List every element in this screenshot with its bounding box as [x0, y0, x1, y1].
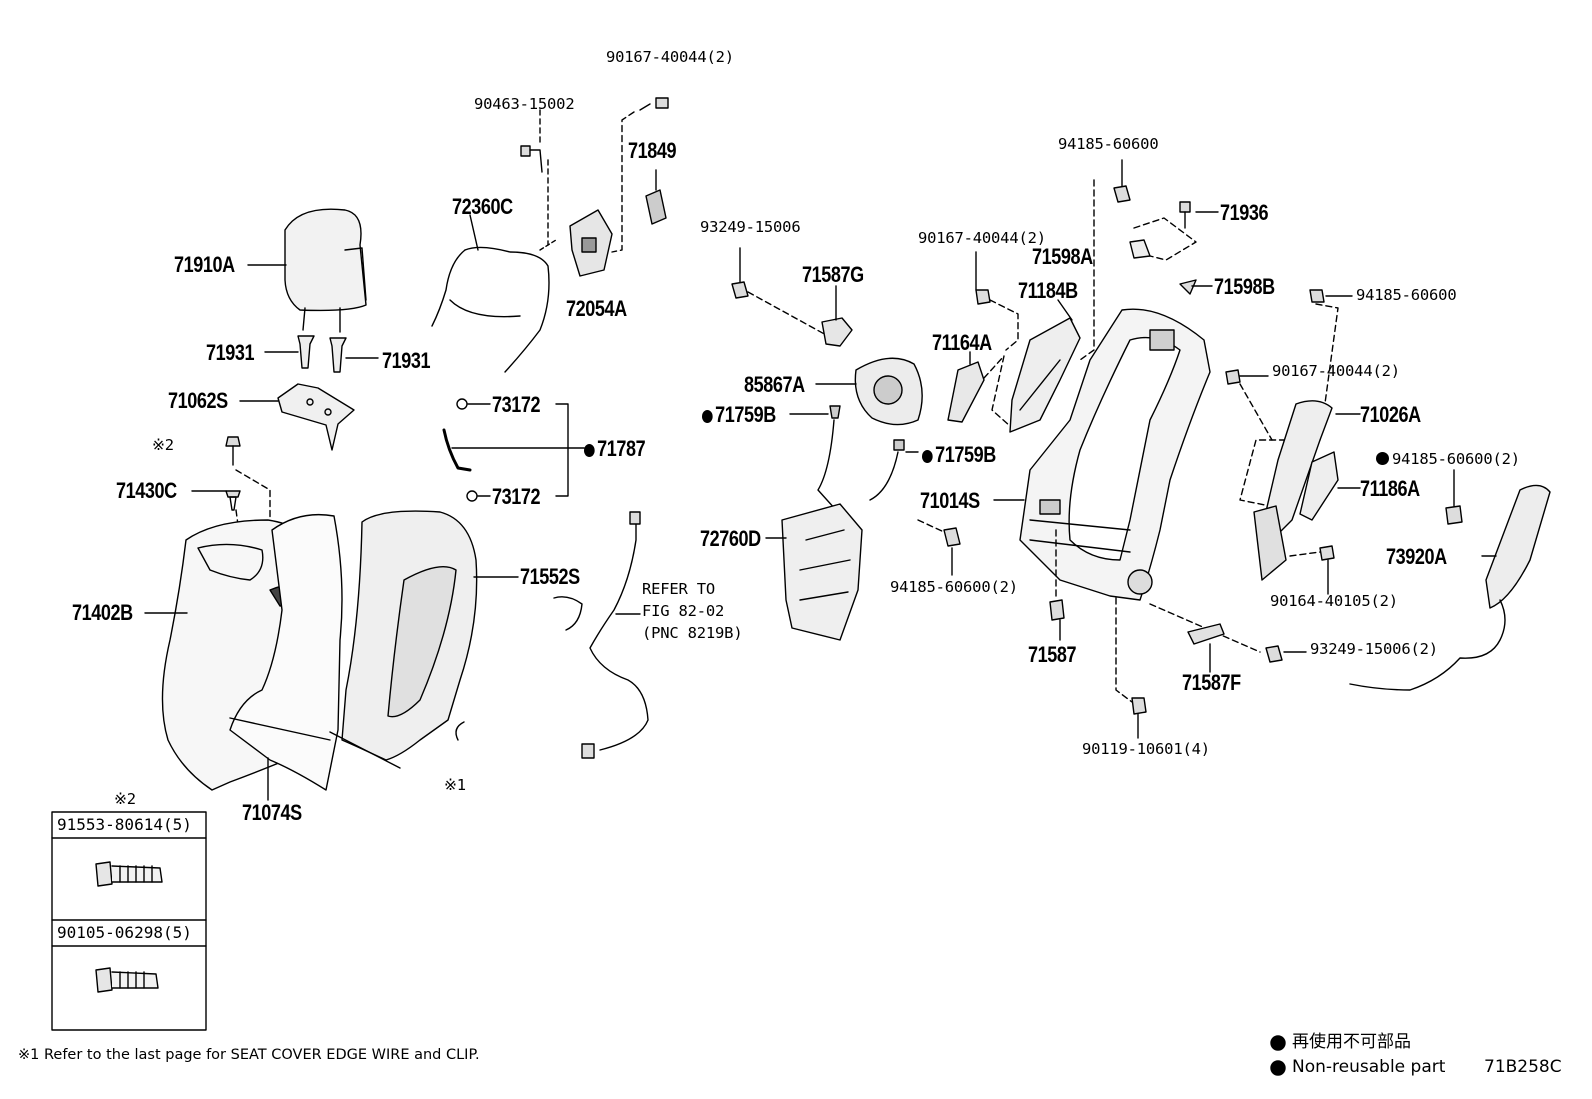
inset-part-91553-80614: 91553-80614(5) [57, 815, 192, 834]
label-71402b: 71402B [72, 600, 133, 625]
diagram-code: 71B258C [1484, 1057, 1562, 1077]
label-93249-15006-top: 93249-15006 [700, 218, 801, 236]
wire-harness-drawing [553, 511, 649, 759]
label-refer-line3: (PNC 8219B) [642, 624, 743, 642]
right-side-parts-drawing [1225, 289, 1551, 691]
bolt-71587g-drawing [731, 281, 853, 347]
inset-part-90105-06298: 90105-06298(5) [57, 923, 192, 942]
label-90167-40044-mid: 90167-40044(2) [918, 229, 1046, 247]
cable-72360c-drawing [431, 109, 557, 373]
legend-dot-en [1270, 1060, 1286, 1076]
label-71587g: 71587G [802, 262, 864, 287]
label-94185-60600-bottom: 94185-60600(2) [890, 578, 1018, 596]
motor-85867a-drawing [854, 357, 923, 426]
frame-lower-fasteners-drawing [917, 519, 1307, 739]
label-71074s: 71074S [242, 800, 302, 825]
label-71184b: 71184B [1018, 278, 1078, 303]
legend-non-reusable-jp: 再使用不可部品 [1292, 1032, 1411, 1052]
label-93249-15006-bottom: 93249-15006(2) [1310, 640, 1438, 658]
label-71931-right: 71931 [382, 348, 431, 373]
label-71910a: 71910A [174, 252, 235, 277]
bolt-71849-72054a-drawing [569, 97, 669, 277]
side-bracket-71184b-drawing [1009, 317, 1081, 433]
legend-non-reusable-en: Non-reusable part [1292, 1057, 1446, 1077]
legend-dot-jp [1270, 1035, 1286, 1051]
label-73172-top: 73172 [492, 392, 541, 417]
edge-clip-drawing [455, 721, 465, 741]
label-71598a: 71598A [1032, 244, 1093, 269]
label-85867a: 85867A [744, 372, 805, 397]
headrest-drawing [284, 208, 367, 333]
label-73920a: 73920A [1386, 544, 1447, 569]
seatback-frame-71014s-drawing [1019, 308, 1211, 601]
label-90164-40105: 90164-40105(2) [1270, 592, 1398, 610]
label-refer-line1: REFER TO [642, 580, 716, 598]
inset-mark: ※2 [114, 790, 136, 808]
headrest-guide-drawing [297, 335, 347, 373]
label-71186a: 71186A [1360, 476, 1420, 501]
label-72054a: 72054A [566, 296, 627, 321]
label-refer-line2: FIG 82-02 [642, 602, 725, 620]
label-72760d: 72760D [700, 526, 761, 551]
label-71014s: 71014S [920, 488, 980, 513]
label-71587f: 71587F [1182, 670, 1241, 695]
label-90463-15002: 90463-15002 [474, 95, 575, 113]
label-71587: 71587 [1028, 642, 1077, 667]
label-71759b-left: 71759B [702, 404, 776, 426]
footnote: ※1 Refer to the last page for SEAT COVER… [18, 1047, 480, 1063]
back-board-drawing [229, 513, 343, 791]
label-71062s: 71062S [168, 388, 228, 413]
label-94185-60600-right: 94185-60600 [1356, 286, 1457, 304]
label-71936: 71936 [1220, 200, 1269, 225]
label-72360c: 72360C [452, 194, 513, 219]
label-90119-10601: 90119-10601(4) [1082, 740, 1210, 758]
label-90167-40044-top: 90167-40044(2) [606, 48, 734, 66]
clip-set-71787-drawing [442, 398, 478, 502]
label-71931-left: 71931 [206, 340, 255, 365]
inset-box-drawing [51, 811, 207, 1031]
seatback-pad-drawing [329, 510, 478, 769]
bracket-71062s-drawing [277, 383, 355, 451]
frame-fasteners-drawing [975, 159, 1197, 361]
recliner-72760d-drawing [781, 405, 905, 641]
label-mark1: ※1 [444, 776, 466, 794]
label-71759b-right: 71759B [922, 444, 996, 466]
label-mark2-screw: ※2 [152, 436, 174, 454]
label-94185-60600-dot: 94185-60600(2) [1376, 451, 1520, 468]
label-71552s: 71552S [520, 564, 580, 589]
label-71164a: 71164A [932, 330, 992, 355]
label-73172-bottom: 73172 [492, 484, 541, 509]
label-71598b: 71598B [1214, 274, 1275, 299]
label-71026a: 71026A [1360, 402, 1421, 427]
label-71787: 71787 [584, 438, 646, 460]
label-94185-60600-top: 94185-60600 [1058, 135, 1159, 153]
screw-clip-drawing [225, 436, 241, 511]
label-71849: 71849 [628, 138, 677, 163]
bracket-71164a-drawing [947, 361, 985, 423]
label-71430c: 71430C [116, 478, 177, 503]
label-90167-40044-right: 90167-40044(2) [1272, 362, 1400, 380]
